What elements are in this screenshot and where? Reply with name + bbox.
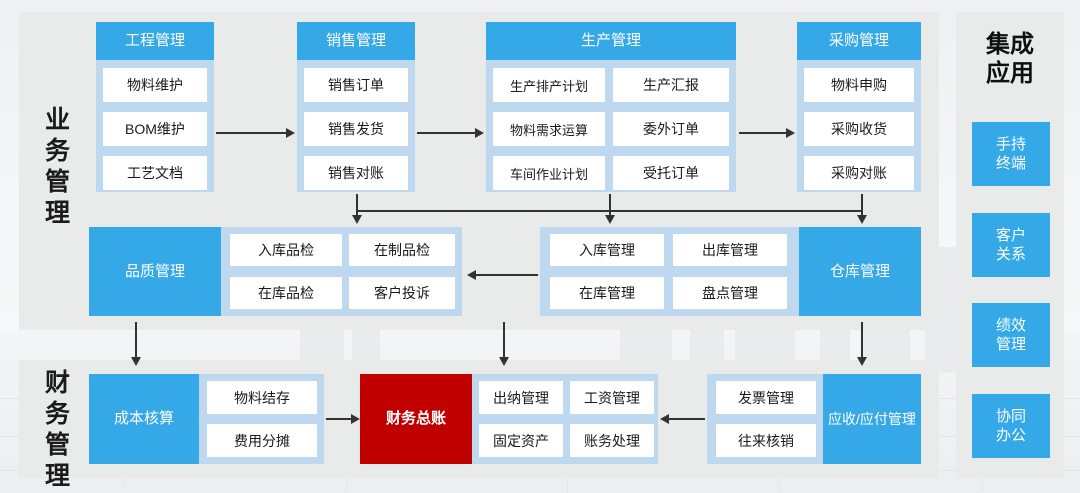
cell-warehouse-2[interactable]: 在库管理 [550,277,664,309]
rail-button-performance[interactable]: 绩效 管理 [972,303,1050,367]
group-header-purchasing[interactable]: 采购管理 [797,22,921,60]
arrow-warehouse-to-quality-head [467,270,476,280]
cell-warehouse-0[interactable]: 入库管理 [550,234,664,266]
arrow-purchasing-to-warehouse-head [857,215,867,224]
cell-sales-1[interactable]: 销售发货 [304,112,408,146]
group-header-receivable-payable[interactable]: 应收/应付管理 [823,374,921,464]
arrow-sales-to-bus-stem [356,194,358,217]
arrow-sales-to-warehouse-head [352,215,362,224]
cell-engineering-2[interactable]: 工艺文档 [103,156,207,190]
rail-title-line1: 集成 [986,31,1034,58]
cell-receivable-0[interactable]: 发票管理 [716,381,816,414]
cell-quality-1[interactable]: 在制品检 [349,234,455,266]
arrow-warehouse-to-ledger-head [499,357,509,366]
arrow-sales-to-production-head [475,128,484,138]
cell-ledger-modules-1[interactable]: 工资管理 [570,381,654,414]
arrow-warehouse-to-ledger-stem [503,322,505,359]
arrow-engineering-to-sales [216,132,286,134]
arrow-production-to-purchasing [739,132,786,134]
group-header-costing[interactable]: 成本核算 [89,374,199,464]
rail-title: 集成 应用 [956,30,1064,88]
cell-receivable-1[interactable]: 往来核销 [716,424,816,457]
rail-button-performance-line1: 绩效 [995,317,1026,334]
arrow-receivable-to-ledger-head [660,414,669,424]
group-header-sales[interactable]: 销售管理 [297,22,415,60]
group-header-production[interactable]: 生产管理 [486,22,736,60]
cell-quality-3[interactable]: 客户投诉 [349,277,455,309]
group-header-warehouse[interactable]: 仓库管理 [799,227,921,316]
rail-title-line2: 应用 [986,60,1034,87]
arrow-costing-to-ledger [326,418,351,420]
cell-production-3[interactable]: 委外订单 [613,112,729,146]
cell-production-4[interactable]: 车间作业计划 [493,156,605,190]
group-header-ledger[interactable]: 财务总账 [360,374,472,464]
arrow-production-to-bus-stem [609,194,611,217]
row-label-business: 业务管理 [44,106,71,227]
arrow-warehouse-to-receivable-head [857,357,867,366]
group-header-quality[interactable]: 品质管理 [89,227,221,316]
rail-button-collaboration-line2: 办公 [995,427,1026,444]
row-label-finance: 财务管理 [44,369,71,490]
arrow-engineering-to-sales-head [286,128,295,138]
cell-production-1[interactable]: 生产汇报 [613,68,729,102]
cell-production-5[interactable]: 受托订单 [613,156,729,190]
arrow-quality-to-costing-head [131,357,141,366]
arrow-sales-to-production [417,132,475,134]
cell-quality-2[interactable]: 在库品检 [230,277,342,309]
rail-button-crm[interactable]: 客户 关系 [972,213,1050,277]
group-header-engineering[interactable]: 工程管理 [96,22,214,60]
cell-engineering-0[interactable]: 物料维护 [103,68,207,102]
rail-button-handheld-line2: 终端 [995,155,1026,172]
arrow-warehouse-to-quality [476,274,538,276]
rail-button-collaboration[interactable]: 协同 办公 [972,394,1050,458]
cell-warehouse-1[interactable]: 出库管理 [673,234,787,266]
rail-button-crm-line2: 关系 [995,246,1026,263]
cell-sales-2[interactable]: 销售对账 [304,156,408,190]
arrow-costing-to-ledger-head [351,414,360,424]
rail-button-collaboration-line1: 协同 [995,408,1026,425]
arrow-receivable-to-ledger [669,418,705,420]
cell-quality-0[interactable]: 入库品检 [230,234,342,266]
cell-ledger-modules-2[interactable]: 固定资产 [479,424,563,457]
cell-engineering-1[interactable]: BOM维护 [103,112,207,146]
arrow-warehouse-to-receivable-stem [861,322,863,359]
cell-costing-1[interactable]: 费用分摊 [207,424,317,457]
rail-button-performance-line2: 管理 [995,336,1026,353]
arrow-purchasing-to-bus-stem [861,194,863,217]
cell-costing-0[interactable]: 物料结存 [207,381,317,414]
cell-sales-0[interactable]: 销售订单 [304,68,408,102]
arrow-production-to-warehouse-head [605,215,615,224]
arrow-quality-to-costing-stem [135,322,137,359]
cell-production-2[interactable]: 物料需求运算 [493,112,605,146]
rail-button-handheld[interactable]: 手持 终端 [972,122,1050,186]
cell-warehouse-3[interactable]: 盘点管理 [673,277,787,309]
cell-purchasing-2[interactable]: 采购对账 [804,156,914,190]
cell-production-0[interactable]: 生产排产计划 [493,68,605,102]
rail-button-crm-line1: 客户 [995,227,1026,244]
cell-ledger-modules-0[interactable]: 出纳管理 [479,381,563,414]
cell-purchasing-1[interactable]: 采购收货 [804,112,914,146]
rail-button-handheld-line1: 手持 [995,136,1026,153]
arrow-production-to-purchasing-head [786,128,795,138]
cell-ledger-modules-3[interactable]: 账务处理 [570,424,654,457]
cell-purchasing-0[interactable]: 物料申购 [804,68,914,102]
